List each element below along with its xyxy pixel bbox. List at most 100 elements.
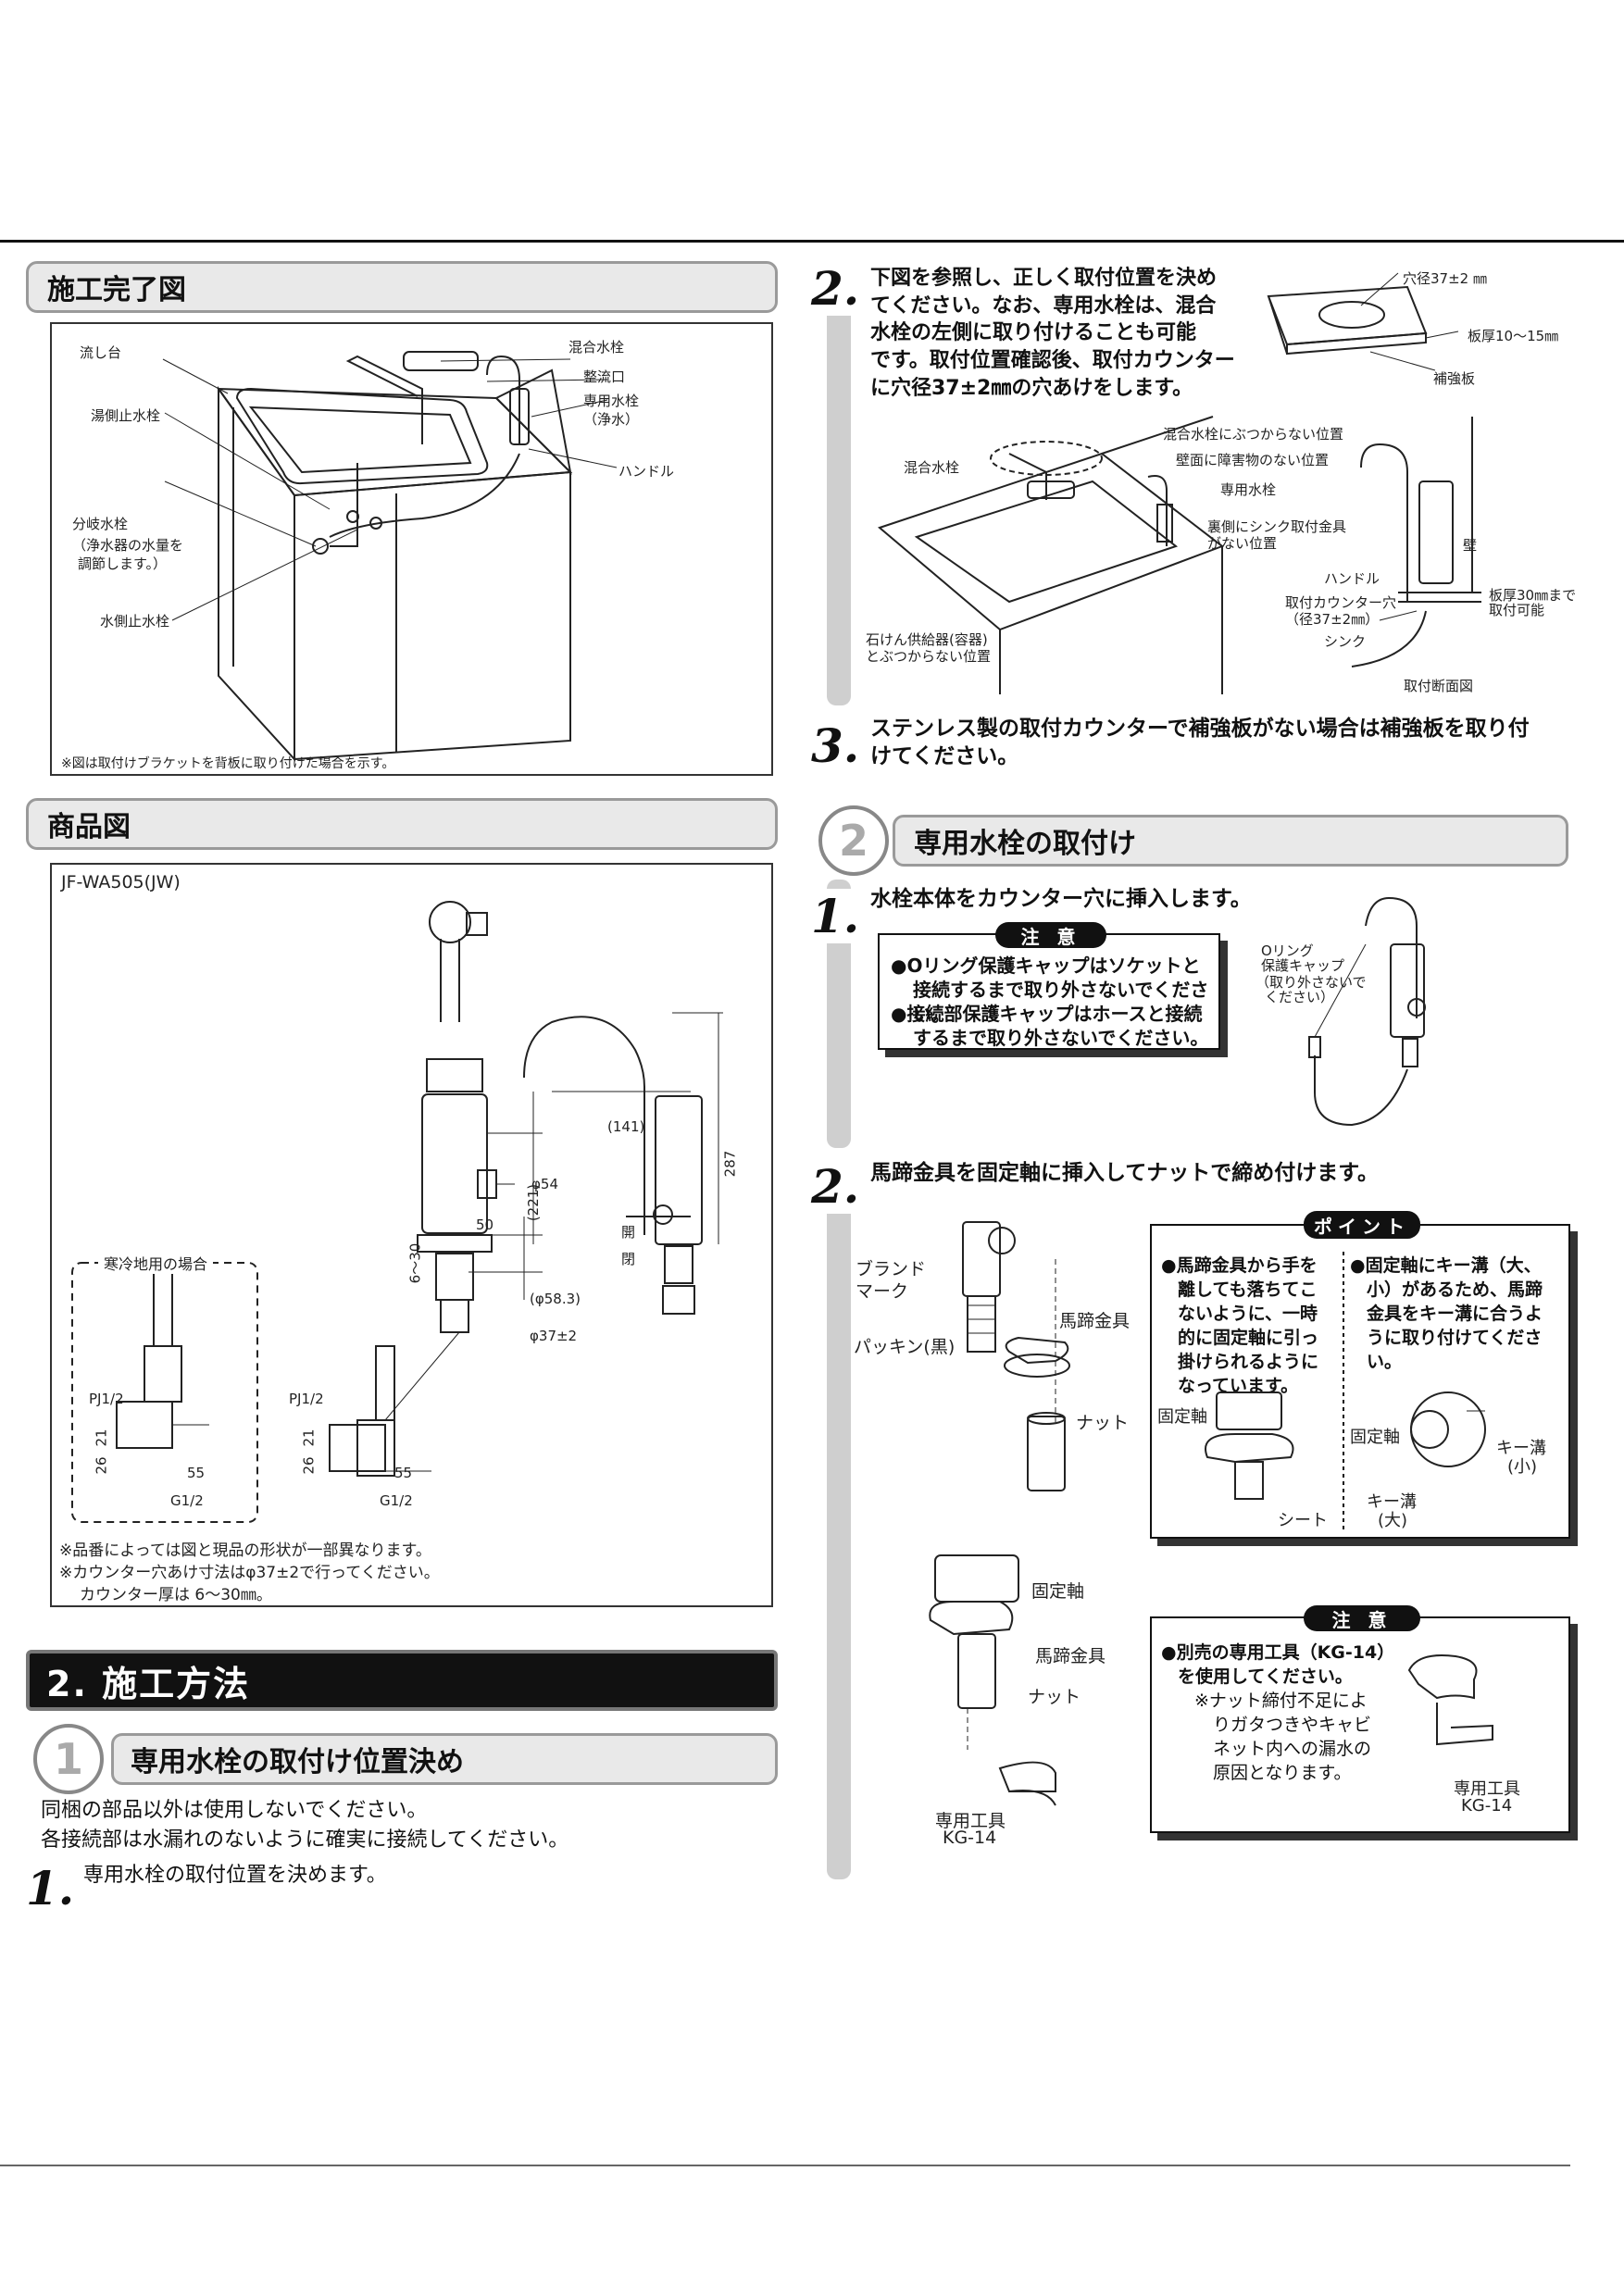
section-header-complete: 施工完了図	[26, 261, 778, 313]
label-shaft: 固定軸	[1031, 1581, 1085, 1602]
section-title: 専用水栓の取付け位置決め	[131, 1746, 464, 1778]
label-hole: 穴径37±2 ㎜	[1403, 270, 1487, 287]
bottom-rule	[0, 2165, 1570, 2166]
label-nut-2: ナット	[1028, 1687, 1081, 1707]
label-soap: 石けん供給器(容器)	[866, 631, 988, 648]
caution-line: ネット内への漏水の	[1213, 1739, 1372, 1759]
section-title: 施工完了図	[47, 274, 186, 306]
point-line: 掛けられるように	[1178, 1352, 1319, 1372]
label-nut: ナット	[1076, 1413, 1130, 1433]
label-brand-2: マーク	[856, 1281, 909, 1302]
label-dedicated-sub: （浄水）	[583, 411, 640, 428]
label-packing: パッキン(黒)	[854, 1337, 956, 1357]
point-line: 的に固定軸に引っ	[1178, 1328, 1319, 1348]
label-section: 取付断面図	[1404, 678, 1474, 694]
point-label-key-small: キー溝	[1496, 1439, 1546, 1458]
faucet-with-cap-drawing	[1308, 896, 1426, 1127]
complete-diagram-illustration	[162, 351, 618, 762]
label-handle: ハンドル	[1324, 570, 1380, 587]
label-outlet: 整流口	[583, 368, 626, 385]
label-oring: Oリング	[1261, 942, 1314, 959]
dim-d6-30: 6～30	[406, 1242, 424, 1284]
dim-n55a: 55	[187, 1465, 206, 1481]
step-bar	[827, 306, 851, 705]
label-handle: ハンドル	[618, 463, 675, 480]
product-note-2: ※カウンター穴あけ寸法はφ37±2で行ってください。	[59, 1564, 440, 1582]
step-bar	[827, 1167, 851, 1879]
label-max-thickness: 板厚30㎜まで	[1489, 587, 1577, 604]
intro-line-2: 各接続部は水漏れのないように確実に接続してください。	[41, 1828, 569, 1852]
caution-tag: 注 意	[995, 922, 1106, 948]
cold-region-label: 寒冷地用の場合	[98, 1252, 214, 1274]
point-label-key-large: キー溝	[1367, 1492, 1417, 1512]
caution-tag: 注 意	[1304, 1605, 1420, 1631]
label-sink: シンク	[1324, 633, 1367, 650]
label-counter: 取付カウンター穴	[1285, 594, 1397, 611]
text-line: てください。なお、専用水栓は、混合	[870, 293, 1217, 318]
label-under: 裏側にシンク取付金具	[1207, 518, 1347, 535]
point-drawings	[1205, 1391, 1486, 1500]
section-title: 2. 施工方法	[46, 1663, 251, 1704]
pos-step2-text: 下図を参照し、正しく取付位置を決め てください。なお、専用水栓は、混合 水栓の左…	[870, 265, 1259, 402]
label-wall: 壁	[1463, 537, 1478, 554]
dim-d58: (φ58.3)	[530, 1291, 581, 1307]
product-note-3: カウンター厚は 6～30㎜。	[80, 1586, 272, 1604]
point-box: ポイント ●馬蹄金具から手を 離しても落ちてこ ないように、一時 的に固定軸に引…	[1150, 1211, 1570, 1539]
point-line: 小）があるため、馬蹄	[1367, 1279, 1543, 1300]
caution-line: を使用してください。	[1178, 1666, 1353, 1687]
label-mixer: 混合水栓	[904, 459, 960, 476]
point-label-shaft: 固定軸	[1157, 1407, 1207, 1427]
label-branch: 分岐水栓	[72, 516, 129, 532]
point-left: ●馬蹄金具から手を 離しても落ちてこ ないように、一時 的に固定軸に引っ 掛けら…	[1161, 1254, 1318, 1398]
point-line: い。	[1367, 1352, 1403, 1372]
point-line: ●馬蹄金具から手を	[1161, 1255, 1318, 1276]
label-no-obstacle: 壁面に障害物のない位置	[1176, 452, 1330, 468]
product-drawing	[71, 901, 723, 1523]
label-close: 閉	[621, 1251, 636, 1267]
position-figure	[877, 416, 1481, 694]
caution-line: 原因となります。	[1213, 1763, 1352, 1783]
tool-icon	[1407, 1654, 1493, 1746]
label-oring-4: ください）	[1265, 989, 1335, 1005]
top-rule	[0, 240, 1624, 243]
step-number: 1.	[811, 889, 860, 943]
label-counter-2: （径37±2㎜）	[1285, 611, 1380, 628]
point-label-sheet: シート	[1278, 1511, 1328, 1530]
label-plate: 補強板	[1433, 370, 1476, 387]
caution-line: ●別売の専用工具（KG-14）	[1161, 1642, 1395, 1663]
intro-line-1: 同梱の部品以外は使用しないでください。	[41, 1799, 428, 1822]
tool-assembly-drawing	[929, 1554, 1056, 1806]
section-header-product: 商品図	[26, 798, 778, 850]
model-number: JF-WA505(JW)	[61, 872, 181, 892]
label-branch-note1: （浄水器の水量を	[72, 537, 184, 554]
text-line: です。取付位置確認後、取付カウンター	[870, 349, 1235, 373]
label-max-thickness-2: 取付可能	[1489, 602, 1545, 618]
text-line: 下図を参照し、正しく取付位置を決め	[870, 267, 1218, 290]
dim-n26a: 26	[93, 1456, 110, 1475]
caution-line: するまで取り外さないでください。	[913, 1027, 1209, 1049]
section-number-2: 2	[818, 805, 889, 876]
section-header-install: 専用水栓の取付け	[893, 815, 1568, 867]
complete-footnote: ※図は取付けブラケットを背板に取り付けた場合を示す。	[61, 756, 395, 771]
label-hot-stop: 湯側止水栓	[91, 407, 161, 424]
complete-diagram-frame: 流し台 混合水栓 整流口 専用水栓 （浄水） 湯側止水栓 ハンドル 分岐水栓 （…	[50, 322, 773, 776]
point-line: うに取り付けてくださ	[1367, 1328, 1543, 1348]
caution-box-2: 注 意 ●別売の専用工具（KG-14） を使用してください。 ※ナット締付不足に…	[1150, 1605, 1570, 1833]
horseshoe-assembly-drawing	[962, 1221, 1070, 1491]
dim-d50: 50	[476, 1217, 494, 1233]
dim-g1: G1/2	[170, 1492, 204, 1509]
dim-d54: φ54	[531, 1176, 558, 1192]
dim-n26b: 26	[300, 1456, 318, 1475]
point-line: 金具をキー溝に合うよ	[1367, 1304, 1543, 1324]
section-header-position: 専用水栓の取付け位置決め	[111, 1733, 778, 1785]
label-horseshoe-2: 馬蹄金具	[1035, 1646, 1106, 1666]
caution-line: ※ナット締付不足によ	[1194, 1691, 1368, 1711]
caution-text: ●別売の専用工具（KG-14） を使用してください。 ※ナット締付不足によ りガ…	[1161, 1641, 1394, 1785]
inst-step1-text: 水栓本体をカウンター穴に挿入します。	[870, 887, 1252, 911]
product-diagram-frame: JF-WA505(JW)	[50, 863, 773, 1607]
label-oring-3: （取り外さないで	[1255, 974, 1367, 991]
caution-line: ●接続部保護キャップはホースと接続	[891, 1003, 1203, 1025]
step-number: 2.	[811, 261, 860, 316]
label-thickness: 板厚10～15㎜	[1468, 328, 1559, 344]
label-sink-stand: 流し台	[80, 344, 122, 361]
